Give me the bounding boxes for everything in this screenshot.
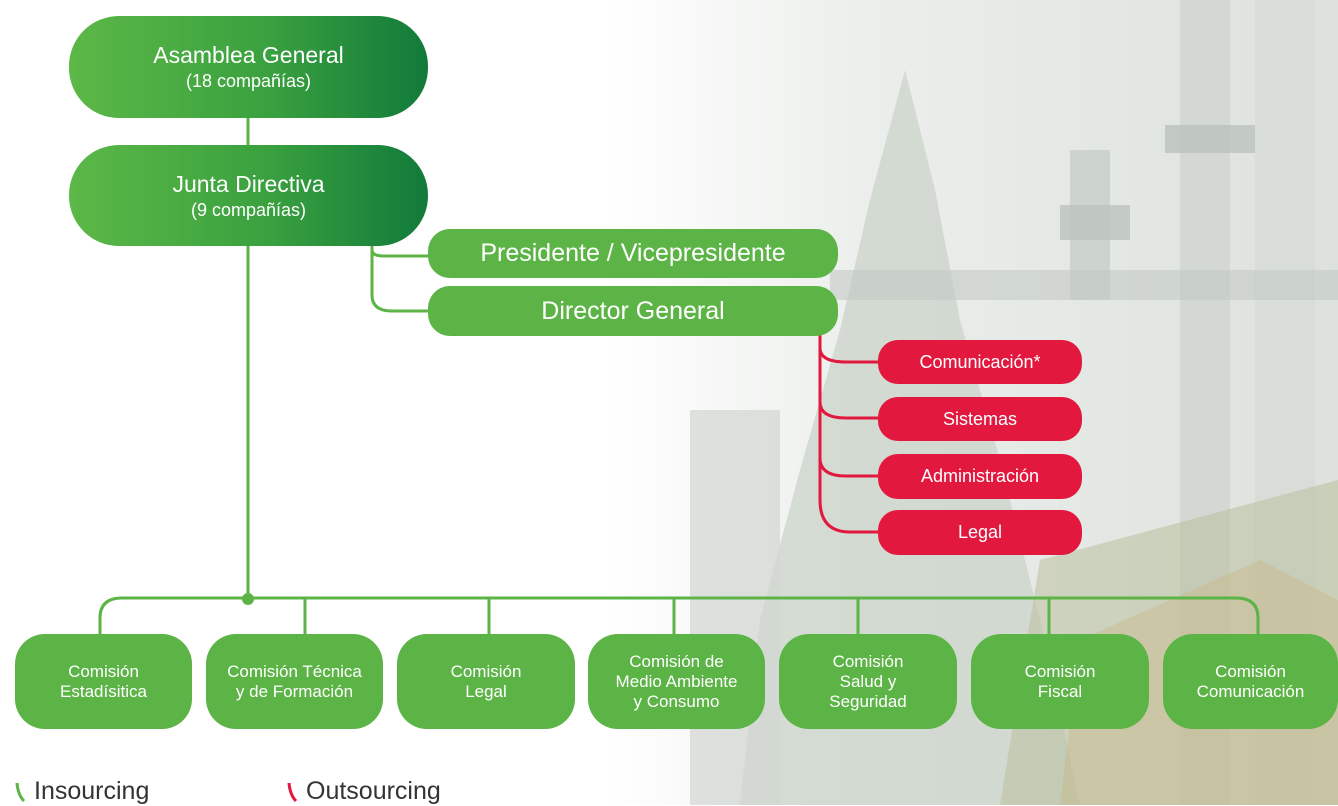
president-label: Presidente / Vicepresidente [480, 239, 786, 267]
connector-board-president [370, 246, 428, 258]
commission-medio-ambiente: Comisión de Medio Ambiente y Consumo [588, 634, 765, 729]
president-vicepresident-node: Presidente / Vicepresidente [428, 229, 838, 278]
commission-line: Comisión [1215, 661, 1286, 681]
commission-fiscal: Comisión Fiscal [971, 634, 1149, 729]
unit-label: Administración [920, 466, 1040, 486]
unit-label: Comunicación* [919, 351, 1041, 372]
commission-line: y de Formación [235, 681, 354, 701]
commission-line: Seguridad [829, 691, 907, 711]
commission-line: Comisión Técnica [227, 661, 362, 681]
connector-director-units [818, 335, 878, 534]
commission-line: Medio Ambiente [615, 671, 738, 691]
commission-line: Legal [465, 681, 507, 701]
legend-outsourcing-label: Outsourcing [306, 776, 441, 805]
legend-insourcing-label: Insourcing [34, 776, 150, 805]
unit-legal: Legal [878, 510, 1082, 555]
commission-line: Comisión [450, 661, 522, 681]
commission-line: Comunicación [1196, 681, 1305, 701]
commission-line: Comisión [832, 651, 904, 671]
unit-label: Legal [957, 522, 1003, 542]
commission-tecnica-formacion: Comisión Técnica y de Formación [206, 634, 383, 729]
connector-commissions-bus [98, 596, 1260, 634]
director-general-node: Director General [428, 286, 838, 336]
commission-line: y Consumo [633, 691, 720, 711]
commission-line: Fiscal [1037, 681, 1083, 701]
commission-comunicacion: Comisión Comunicación [1163, 634, 1338, 729]
connector-board-director [370, 246, 428, 313]
commission-line: Comisión de [629, 651, 724, 671]
green-line-icon [15, 782, 26, 803]
board-of-directors-node: Junta Directiva (9 compañías) [69, 145, 428, 246]
board-subtitle: (9 compañías) [190, 199, 307, 220]
commission-legal: Comisión Legal [397, 634, 575, 729]
general-assembly-subtitle: (18 compañías) [185, 71, 312, 91]
unit-label: Sistemas [942, 408, 1018, 429]
unit-comunicacion: Comunicación* [878, 340, 1082, 384]
junction-dot [242, 593, 254, 605]
commission-line: Comisión [1024, 661, 1096, 681]
general-assembly-title: Asamblea General [153, 42, 344, 68]
commission-salud-seguridad: Comisión Salud y Seguridad [779, 634, 957, 729]
board-title: Junta Directiva [172, 170, 325, 197]
commission-line: Estadísitica [60, 681, 147, 701]
director-label: Director General [541, 296, 725, 325]
red-line-icon [287, 782, 298, 803]
legend-insourcing: Insourcing [14, 777, 149, 805]
unit-administracion: Administración [878, 454, 1082, 499]
unit-sistemas: Sistemas [878, 397, 1082, 441]
commission-line: Comisión [68, 661, 139, 681]
commission-estadistica: Comisión Estadísitica [15, 634, 192, 729]
general-assembly-node: Asamblea General (18 compañías) [69, 16, 428, 118]
legend-outsourcing: Outsourcing [286, 777, 441, 805]
commission-line: Salud y [839, 671, 897, 691]
